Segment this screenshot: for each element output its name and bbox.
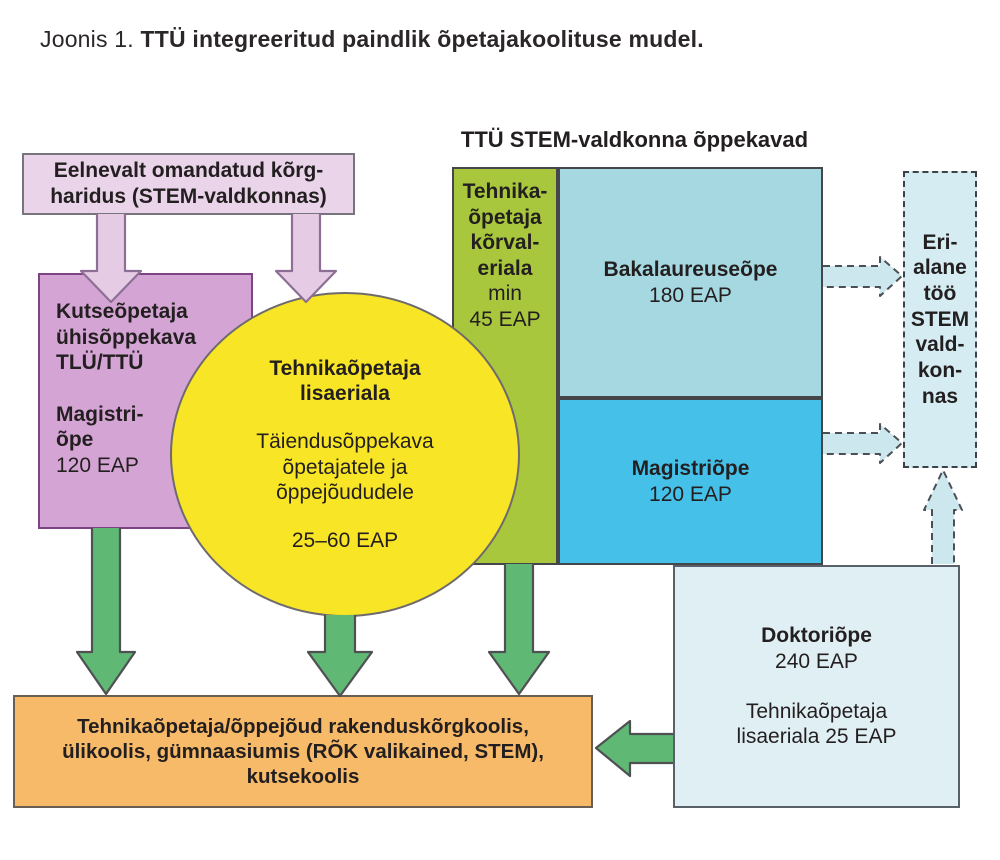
arrow-korvaleriala-to-outcome <box>487 564 551 696</box>
arrow-kutseopetaja-to-outcome <box>75 528 137 696</box>
doktor-note: Tehnikaõpetaja lisaeriala 25 EAP <box>736 699 897 749</box>
box-erialane-too-stem: Eri- alane töö STEM vald- kon- nas <box>903 171 977 468</box>
lisaeriala-credits: 25–60 EAP <box>291 528 399 552</box>
lisaeriala-title: Tehnikaõpetaja lisaeriala <box>269 356 421 406</box>
arrow-magister-to-erialane <box>823 423 903 464</box>
box-magistriope: Magistriõpe 120 EAP <box>558 398 823 565</box>
circle-tehnikaopetaja-lisaeriala: Tehnikaõpetaja lisaeriala Täiendusõppeka… <box>170 292 520 617</box>
stem-programmes-header: TTÜ STEM-valdkonna õppekavad <box>460 127 809 152</box>
arrow-lisaeriala-to-outcome <box>306 615 374 698</box>
arrow-bakalaureus-to-erialane <box>823 256 903 297</box>
bakalaureus-title: Bakalaureuseõpe <box>603 257 778 281</box>
bakalaureus-credits: 180 EAP <box>649 283 732 307</box>
kutseopetaja-credits: 120 EAP <box>56 454 139 478</box>
figure-caption-title: TTÜ integreeritud paindlik õpetajakoolit… <box>140 26 704 52</box>
kutseopetaja-title: Kutseõpetaja ühisõppekava TLÜ/TTÜ <box>56 300 197 375</box>
box-outcome-teachers: Tehnikaõpetaja/õppejõud rakenduskõrgkool… <box>13 695 593 808</box>
doktor-credits: 240 EAP <box>775 649 858 673</box>
doktor-title: Doktoriõpe <box>761 624 872 648</box>
kutseopetaja-subtitle: Magistri- õpe <box>56 402 144 452</box>
arrow-prior-to-lisaeriala <box>274 214 338 304</box>
box-bakalaureuseope: Bakalaureuseõpe 180 EAP <box>558 167 823 398</box>
box-prior-education: Eelnevalt omandatud kõrg- haridus (STEM-… <box>22 153 355 215</box>
lisaeriala-body: Täiendusõppekava õpetajatele ja õppejõud… <box>256 429 434 505</box>
magister-title: Magistriõpe <box>631 456 750 480</box>
korvaleriala-credits: min 45 EAP <box>469 282 541 332</box>
box-doktoriope: Doktoriõpe 240 EAP Tehnikaõpetaja lisaer… <box>673 565 960 808</box>
korvaleriala-title: Tehnika- õpetaja kõrval- eriala <box>462 180 548 280</box>
figure-caption: Joonis 1. TTÜ integreeritud paindlik õpe… <box>40 26 704 53</box>
arrow-doktor-to-erialane <box>923 469 963 564</box>
magister-credits: 120 EAP <box>649 482 732 506</box>
arrow-doktor-to-outcome <box>594 719 673 778</box>
figure-caption-prefix: Joonis 1. <box>40 26 134 52</box>
